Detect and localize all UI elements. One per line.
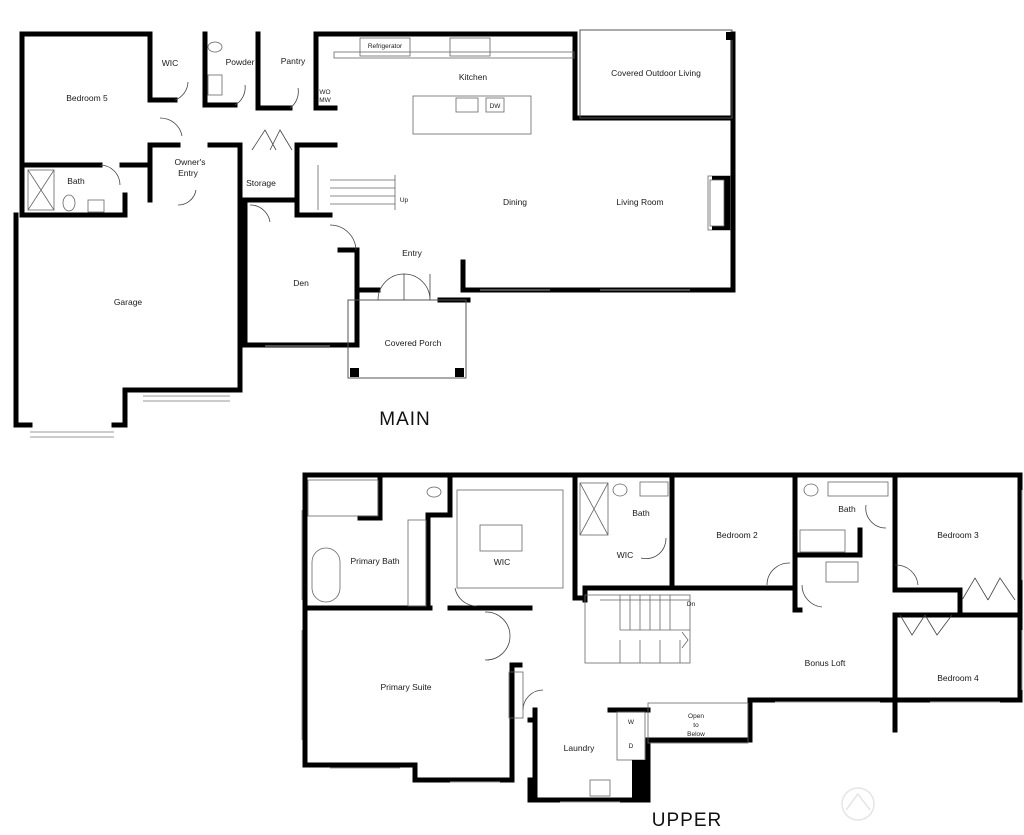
label-bath-upper-a: Bath	[632, 508, 650, 518]
label-covered-porch: Covered Porch	[385, 338, 442, 348]
label-bedroom2: Bedroom 2	[716, 530, 758, 540]
label-living-room: Living Room	[616, 197, 663, 207]
label-bath-upper-b: Bath	[838, 504, 856, 514]
label-laundry: Laundry	[564, 743, 595, 753]
label-owners-entry-line2: Entry	[178, 168, 199, 178]
label-pantry: Pantry	[281, 56, 306, 66]
label-owners-entry-line1: Owner's	[175, 157, 206, 167]
label-kitchen: Kitchen	[459, 72, 488, 82]
label-entry: Entry	[402, 248, 423, 258]
label-primary-suite: Primary Suite	[380, 682, 431, 692]
label-dw: DW	[490, 103, 502, 110]
label-primary-bath: Primary Bath	[350, 556, 399, 566]
label-powder: Powder	[226, 57, 255, 67]
label-open-to-below-line2: to	[693, 722, 699, 729]
floor-title-upper: UPPER	[652, 810, 722, 831]
label-storage: Storage	[246, 178, 276, 188]
label-refrigerator: Refrigerator	[368, 43, 403, 50]
label-wic-upper-b: WIC	[617, 550, 634, 560]
label-wic-upper: WIC	[494, 557, 511, 567]
label-open-to-below-line3: Below	[687, 731, 705, 738]
label-den: Den	[293, 278, 309, 288]
watermark-logo	[841, 787, 875, 821]
label-bedroom4: Bedroom 4	[937, 673, 979, 683]
label-bonus-loft: Bonus Loft	[805, 658, 846, 668]
label-open-to-below-line1: Open	[688, 713, 704, 720]
main-floor-plan	[13, 29, 736, 438]
label-bedroom5: Bedroom 5	[66, 93, 108, 103]
label-garage: Garage	[114, 297, 143, 307]
floor-title-main: MAIN	[379, 409, 431, 430]
label-dining: Dining	[503, 197, 527, 207]
label-covered-outdoor-living: Covered Outdoor Living	[611, 68, 701, 78]
label-bedroom3: Bedroom 3	[937, 530, 979, 540]
label-mw: MW	[319, 97, 331, 104]
label-up: Up	[400, 197, 409, 204]
upper-floor-plan	[301, 472, 1023, 803]
label-wo: WO	[319, 89, 330, 96]
label-bath-main: Bath	[67, 176, 85, 186]
label-dn: Dn	[687, 601, 696, 608]
label-dryer: D	[629, 743, 634, 750]
label-wic-main: WIC	[162, 58, 179, 68]
label-washer: W	[628, 719, 635, 726]
